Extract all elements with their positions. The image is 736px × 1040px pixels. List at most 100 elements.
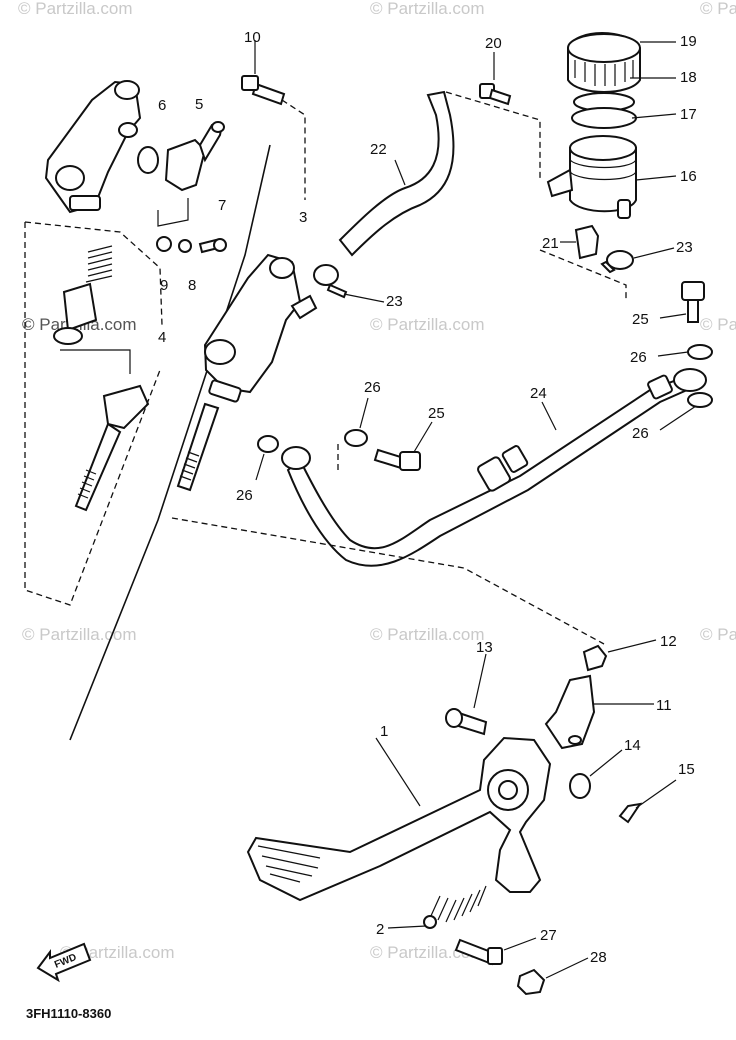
leader-23a <box>343 293 385 303</box>
hose-clamp-a <box>313 264 385 303</box>
leader-28 <box>545 957 589 979</box>
pedal-pivot-hole <box>498 780 518 800</box>
fwd-arrow: FWD <box>36 942 92 983</box>
callout-23-right: 23 <box>676 239 693 256</box>
callout-1: 1 <box>380 723 388 740</box>
nipple-end <box>211 121 225 133</box>
leader-23b <box>633 247 675 259</box>
leader-26a <box>657 351 689 357</box>
washer-9 <box>156 236 172 252</box>
reservoir-lines <box>569 159 637 181</box>
bolt-10 <box>241 40 306 200</box>
nut-28 <box>516 968 546 996</box>
callout-11: 11 <box>656 697 672 714</box>
cap-ribs <box>574 60 634 86</box>
callout-7: 7 <box>218 197 226 214</box>
cotter-pin-15 <box>618 802 643 824</box>
hardware-middle <box>255 397 433 481</box>
callout-labels: 1 2 3 4 5 6 7 8 9 10 11 12 13 14 15 16 1… <box>158 29 697 966</box>
bolt-25-right <box>659 281 705 323</box>
diagram-code: 3FH1110-8360 <box>26 1006 111 1021</box>
bolt-25-mid-head <box>399 451 421 471</box>
pushrod-boot <box>102 384 150 430</box>
leader-15 <box>635 779 677 809</box>
cylinder-eye-top <box>114 80 140 100</box>
cylinder-eye-bottom <box>55 165 85 191</box>
leader-26d <box>659 405 697 431</box>
washer-26-top <box>687 344 713 360</box>
leader-14 <box>589 749 623 777</box>
callout-21: 21 <box>542 235 559 252</box>
leader-4 <box>60 349 131 374</box>
kit-boundary <box>24 221 163 606</box>
pushrod-thread <box>77 469 97 499</box>
washer-14 <box>569 773 591 799</box>
bracket-plate <box>574 224 600 260</box>
cylinder-port <box>118 122 138 138</box>
clamp-tab-b <box>600 260 616 274</box>
piston-cup <box>53 327 83 345</box>
leader-12 <box>607 639 657 653</box>
piston <box>62 282 98 332</box>
leader-25b <box>659 313 687 319</box>
watermark-top-right: © Partzilla.com <box>700 0 736 18</box>
callout-3: 3 <box>299 209 307 226</box>
reservoir-outlet <box>617 199 631 219</box>
clamp-ring-a <box>313 264 339 286</box>
cylinder-boot-upper <box>69 195 101 211</box>
pushrod <box>74 422 122 512</box>
master-cylinder-main <box>69 144 318 741</box>
pin-13-head <box>445 708 463 728</box>
cylinder-boot <box>208 379 242 403</box>
brake-hose <box>281 368 707 567</box>
banjo-right <box>673 368 707 392</box>
dash-23b <box>539 249 627 300</box>
spring-hook <box>423 915 437 929</box>
clamp-tab-a <box>326 283 348 299</box>
callout-10: 10 <box>244 29 261 46</box>
watermark-lower-mid: © Partzilla.com <box>370 625 485 644</box>
callout-23-left: 23 <box>386 293 403 310</box>
callout-5: 5 <box>195 96 203 113</box>
callout-4: 4 <box>158 329 166 346</box>
reservoir-bracket <box>546 168 574 198</box>
callout-16: 16 <box>680 168 697 185</box>
dash-lower <box>171 517 605 645</box>
spring <box>85 245 113 283</box>
callout-26-mid: 26 <box>364 379 381 396</box>
washer-26-mid <box>344 429 368 447</box>
hose-clamp-b <box>539 247 675 300</box>
washer-26-bottom <box>687 392 713 408</box>
reservoir-hose <box>338 90 455 257</box>
clevis-hole <box>568 735 582 745</box>
leader-26c <box>255 453 265 481</box>
bolt-25-shank <box>687 299 699 323</box>
watermark-lower-left: © Partzilla.com <box>22 625 137 644</box>
bolt-20-shank <box>488 88 512 106</box>
callout-12: 12 <box>660 633 677 650</box>
cylinder-body-upper <box>44 80 142 214</box>
callout-2: 2 <box>376 921 384 938</box>
watermark-mid-right: © Partzilla.com <box>700 315 736 334</box>
hose-crimp <box>647 374 673 400</box>
brake-pedal <box>246 639 677 996</box>
hose-fitting-2 <box>501 445 529 473</box>
watermark-mid-center: © Partzilla.com <box>370 315 485 334</box>
callout-18: 18 <box>680 69 697 86</box>
callout-9: 9 <box>160 277 168 294</box>
callout-6: 6 <box>158 97 166 114</box>
callout-13: 13 <box>476 639 493 656</box>
return-spring <box>429 885 487 923</box>
dash-5-7 <box>157 198 189 227</box>
reservoir <box>546 32 677 219</box>
watermark-top-left: © Partzilla.com <box>18 0 133 18</box>
watermark-top-mid: © Partzilla.com <box>370 0 485 18</box>
leader-25a <box>413 421 433 453</box>
leader-27 <box>503 937 537 951</box>
washer-26-left <box>257 435 279 453</box>
callout-24: 24 <box>530 385 547 402</box>
leader-2 <box>387 925 427 929</box>
callout-19: 19 <box>680 33 697 50</box>
callout-25-mid: 25 <box>428 405 445 422</box>
